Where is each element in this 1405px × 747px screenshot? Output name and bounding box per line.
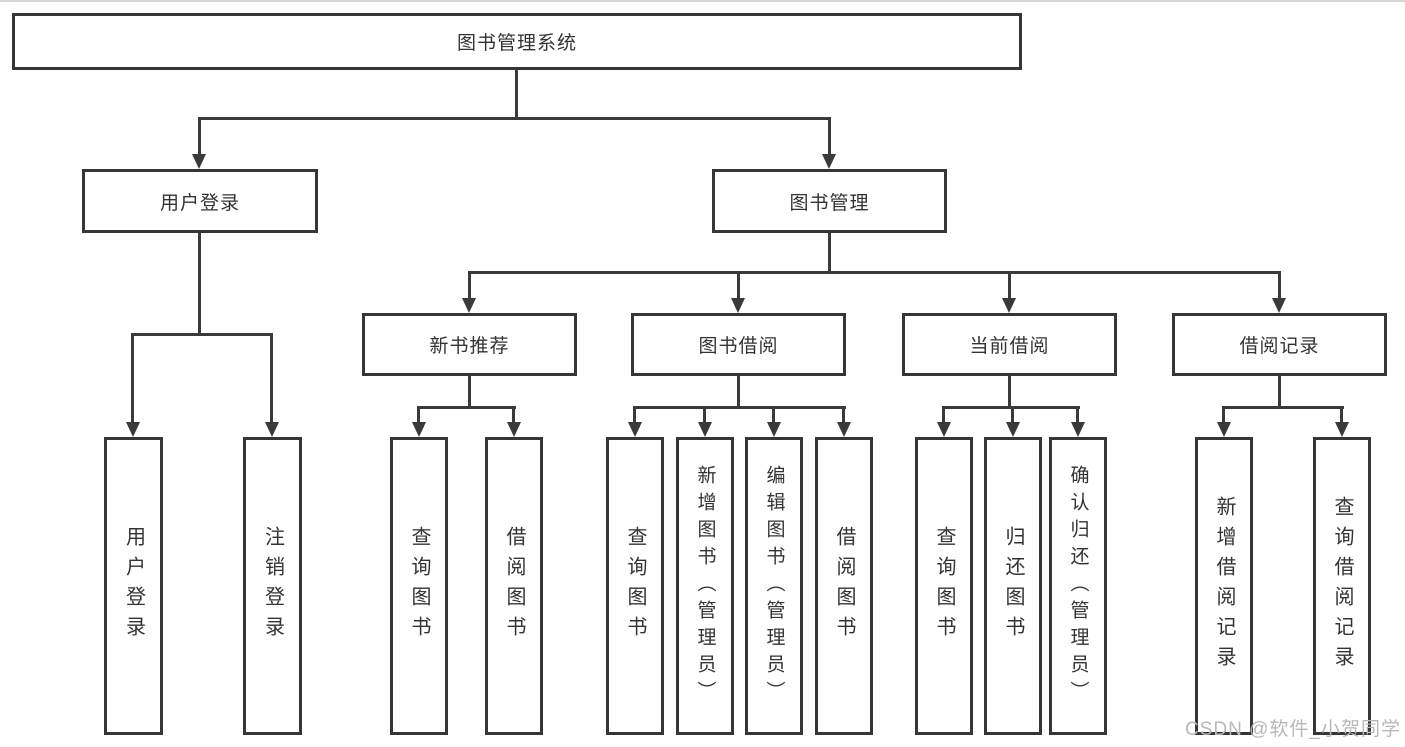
- node-new-book-recommend-label: 新书推荐: [429, 336, 510, 357]
- arrow-down-icon: [837, 422, 851, 437]
- leaf-add-borrow-record: 新增借阅记录: [1195, 437, 1253, 735]
- leaf-query-books-2: 查询图书: [606, 437, 664, 735]
- node-user-login-label: 用户登录: [159, 192, 240, 214]
- leaf-query-borrow-record: 查询借阅记录: [1313, 437, 1371, 735]
- connector-line: [468, 271, 471, 300]
- leaf-borrow-books-1-label: 借阅图书: [503, 526, 525, 646]
- arrow-down-icon: [265, 422, 279, 437]
- leaf-add-books-admin: 新增图书（管理员）: [676, 437, 734, 735]
- node-current-borrow-label: 当前借阅: [969, 336, 1050, 357]
- leaf-user-login-label: 用户登录: [122, 526, 145, 646]
- connector-line: [1278, 376, 1281, 409]
- connector-line: [198, 117, 831, 120]
- connector-line: [633, 406, 636, 425]
- connector-line: [468, 376, 471, 409]
- connector-line: [828, 233, 831, 274]
- arrow-down-icon: [462, 298, 476, 313]
- arrow-down-icon: [628, 422, 642, 437]
- node-book-borrow: 图书借阅: [631, 313, 846, 376]
- arrow-down-icon: [822, 154, 836, 169]
- leaf-query-books-3-label: 查询图书: [933, 526, 955, 646]
- connector-line: [633, 406, 846, 409]
- connector-line: [417, 406, 420, 425]
- node-book-borrow-label: 图书借阅: [698, 336, 779, 357]
- leaf-confirm-return-admin: 确认归还（管理员）: [1049, 437, 1107, 735]
- arrow-down-icon: [1002, 298, 1016, 313]
- arrow-down-icon: [126, 422, 140, 437]
- leaf-logout: 注销登录: [243, 437, 302, 735]
- arrow-down-icon: [1071, 422, 1085, 437]
- connector-line: [198, 233, 201, 335]
- node-root: 图书管理系统: [12, 13, 1022, 70]
- arrow-down-icon: [1335, 422, 1349, 437]
- connector-line: [842, 406, 845, 425]
- arrow-down-icon: [507, 422, 521, 437]
- arrow-down-icon: [1006, 422, 1020, 437]
- connector-line: [198, 117, 201, 156]
- connector-line: [1222, 406, 1344, 409]
- connector-line: [1340, 406, 1343, 425]
- node-borrow-record: 借阅记录: [1172, 313, 1387, 376]
- connector-line: [270, 333, 273, 424]
- connector-line: [1008, 271, 1011, 300]
- connector-line: [131, 333, 134, 424]
- leaf-borrow-books-2: 借阅图书: [815, 437, 873, 735]
- leaf-return-books: 归还图书: [984, 437, 1042, 735]
- leaf-add-books-admin-label: 新增图书（管理员）: [694, 464, 716, 708]
- leaf-edit-books-admin-label: 编辑图书（管理员）: [763, 464, 785, 708]
- arrow-down-icon: [1272, 298, 1286, 313]
- connector-line: [131, 333, 273, 336]
- arrow-down-icon: [731, 298, 745, 313]
- node-root-label: 图书管理系统: [456, 33, 577, 54]
- leaf-confirm-return-admin-label: 确认归还（管理员）: [1067, 464, 1089, 708]
- connector-line: [703, 406, 706, 425]
- connector-line: [512, 406, 515, 425]
- leaf-return-books-label: 归还图书: [1002, 526, 1024, 646]
- connector-line: [1076, 406, 1079, 425]
- connector-line: [737, 376, 740, 409]
- arrow-down-icon: [698, 422, 712, 437]
- connector-line: [1011, 406, 1014, 425]
- connector-line: [417, 406, 516, 409]
- leaf-logout-label: 注销登录: [261, 526, 284, 646]
- arrow-down-icon: [1217, 422, 1231, 437]
- leaf-borrow-books-1: 借阅图书: [485, 437, 543, 735]
- leaf-borrow-books-2-label: 借阅图书: [833, 526, 855, 646]
- leaf-query-books-3: 查询图书: [915, 437, 973, 735]
- node-user-login: 用户登录: [82, 169, 318, 233]
- connector-line: [737, 271, 740, 300]
- leaf-edit-books-admin: 编辑图书（管理员）: [745, 437, 803, 735]
- connector-line: [1278, 271, 1281, 300]
- leaf-query-borrow-record-label: 查询借阅记录: [1331, 496, 1353, 676]
- connector-line: [828, 117, 831, 156]
- node-new-book-recommend: 新书推荐: [362, 313, 577, 376]
- top-divider: [0, 0, 1405, 2]
- leaf-add-borrow-record-label: 新增借阅记录: [1213, 496, 1235, 676]
- node-book-management-label: 图书管理: [789, 192, 870, 214]
- connector-line: [1222, 406, 1225, 425]
- csdn-watermark: CSDN @软件_小贺同学: [1185, 719, 1401, 740]
- leaf-query-books-1: 查询图书: [390, 437, 448, 735]
- leaf-query-books-1-label: 查询图书: [408, 526, 430, 646]
- connector-line: [1008, 376, 1011, 409]
- node-book-management: 图书管理: [712, 169, 947, 233]
- connector-line: [468, 271, 1281, 274]
- node-current-borrow: 当前借阅: [902, 313, 1117, 376]
- node-borrow-record-label: 借阅记录: [1239, 336, 1320, 357]
- leaf-query-books-2-label: 查询图书: [624, 526, 646, 646]
- connector-line: [772, 406, 775, 425]
- arrow-down-icon: [192, 154, 206, 169]
- connector-line: [942, 406, 945, 425]
- leaf-user-login: 用户登录: [104, 437, 163, 735]
- connector-line: [515, 70, 518, 119]
- arrow-down-icon: [937, 422, 951, 437]
- arrow-down-icon: [412, 422, 426, 437]
- arrow-down-icon: [767, 422, 781, 437]
